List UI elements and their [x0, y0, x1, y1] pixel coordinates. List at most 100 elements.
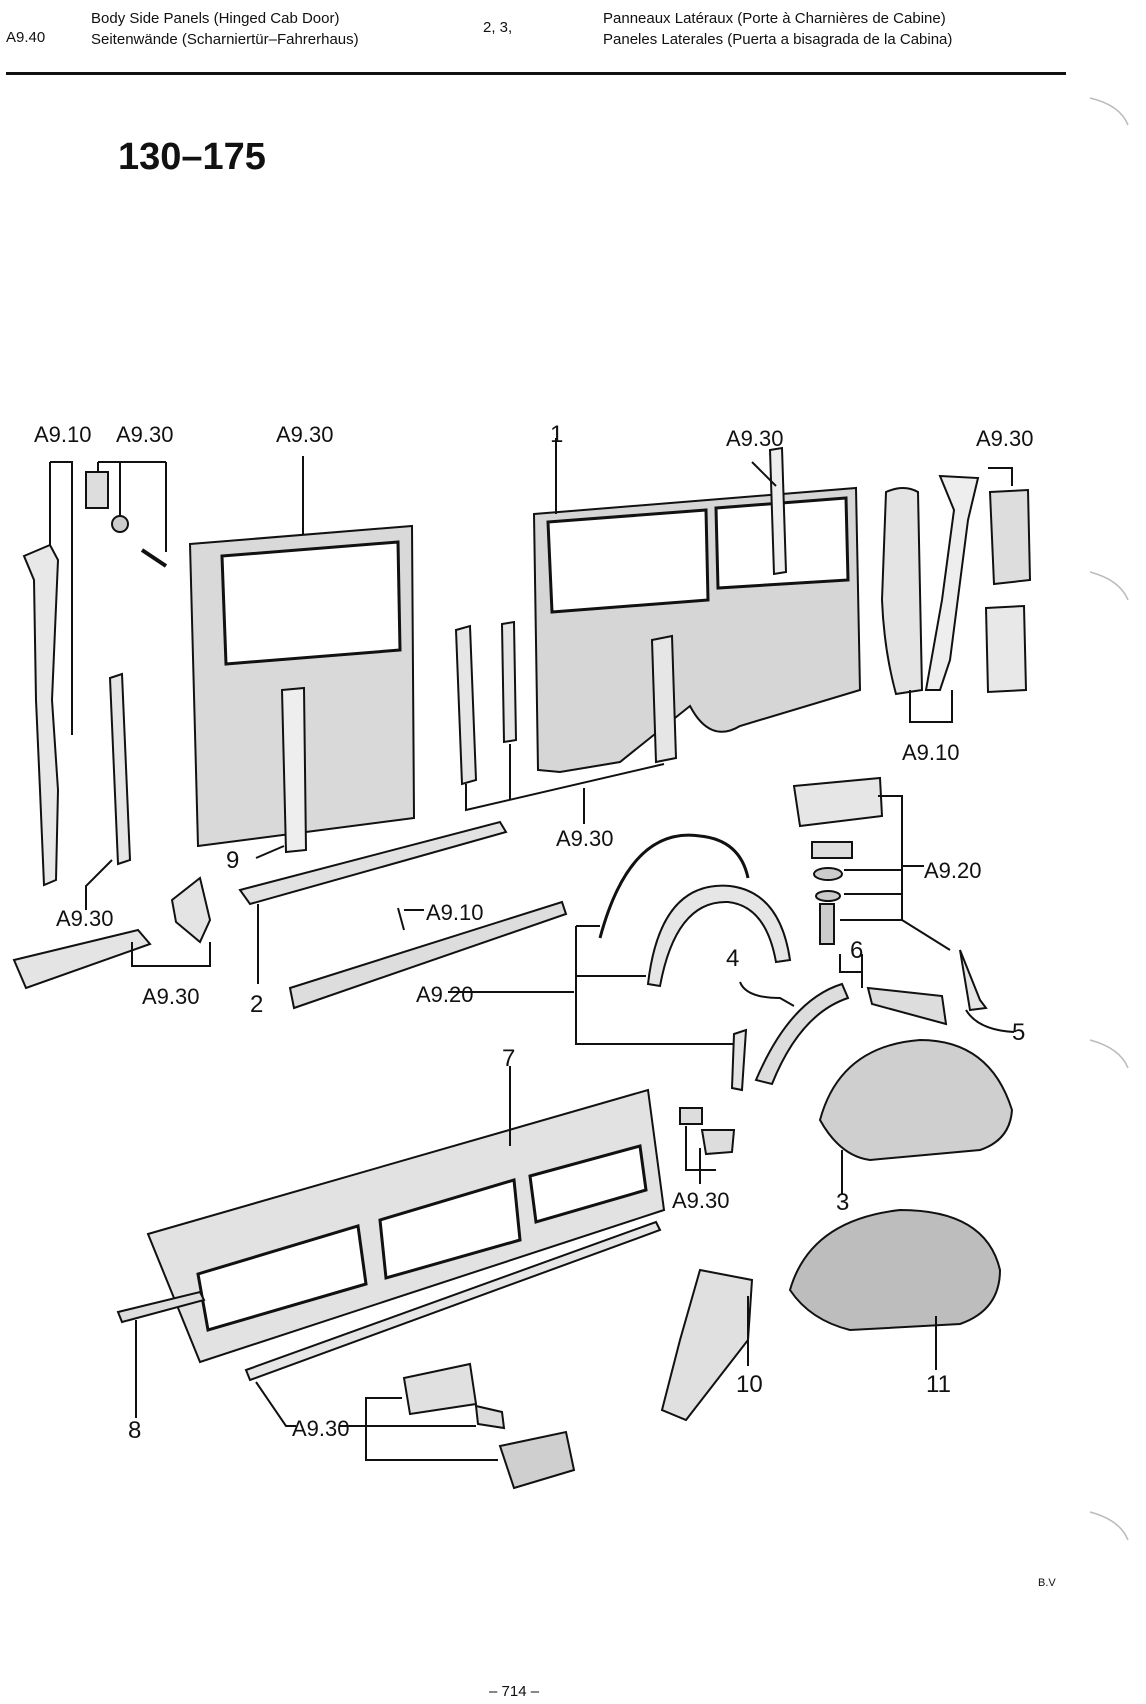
lamp-lens-part — [498, 1430, 576, 1490]
strip-part — [108, 672, 132, 866]
trim-part — [650, 634, 678, 764]
leader-line — [909, 690, 953, 723]
leader-line — [901, 919, 1015, 1033]
leader-line — [85, 859, 113, 910]
leader-line — [839, 954, 863, 988]
sill-part-2 — [238, 820, 508, 906]
callout-4: 4 — [726, 945, 739, 972]
trim-part — [768, 446, 788, 576]
punch-mark — [1089, 1511, 1129, 1541]
ref-a910: A9.10 — [902, 740, 960, 765]
ref-a910: A9.10 — [34, 422, 92, 447]
ref-a920: A9.20 — [924, 858, 982, 883]
washer-part — [813, 867, 843, 881]
punch-mark — [1089, 1039, 1129, 1069]
window-opening — [196, 1224, 368, 1332]
leader-line — [575, 925, 736, 1045]
ref-a930: A9.30 — [292, 1416, 350, 1441]
trim-part — [984, 604, 1028, 694]
callout-8: 8 — [128, 1417, 141, 1444]
callout-7: 7 — [502, 1045, 515, 1072]
title-english: Body Side Panels (Hinged Cab Door) — [91, 10, 340, 27]
callout-1: 1 — [550, 421, 563, 448]
arch-reinforcement-part — [866, 986, 948, 1026]
ref-a930: A9.30 — [116, 422, 174, 447]
ref-a930: A9.30 — [976, 426, 1034, 451]
hinge-part — [700, 1129, 736, 1156]
window-opening — [378, 1178, 522, 1280]
punch-mark — [1089, 571, 1129, 601]
ref-a930: A9.30 — [726, 426, 784, 451]
wheel-arch-part — [646, 884, 792, 988]
section-code: A9.40 — [6, 29, 46, 46]
arch-reinforcement-part — [754, 982, 850, 1086]
callout-5: 5 — [1012, 1019, 1025, 1046]
leader-line — [255, 845, 285, 859]
model-range: 130–175 — [118, 136, 266, 178]
ref-a920: A9.20 — [416, 982, 474, 1007]
screw-part — [140, 548, 168, 568]
leader-line — [131, 942, 211, 967]
bracket-part — [85, 471, 109, 509]
window-opening — [220, 540, 402, 666]
trim-part — [988, 488, 1032, 586]
page-range: 2, 3, — [483, 19, 513, 36]
leader-line — [97, 461, 167, 552]
leader-line — [751, 461, 777, 487]
wheel-housing-part — [818, 1038, 1014, 1162]
panel-part-10 — [660, 1268, 754, 1422]
callout-6: 6 — [850, 937, 863, 964]
bracket-part — [959, 949, 988, 1012]
callout-3: 3 — [836, 1189, 849, 1216]
pillar-trim-part — [22, 543, 60, 887]
punch-mark — [1089, 97, 1129, 126]
header-rule — [6, 72, 1066, 75]
lamp-bezel-part — [402, 1362, 478, 1416]
leader-line — [397, 907, 424, 931]
pillar-part — [924, 474, 980, 691]
lamp-socket-part — [474, 1404, 506, 1430]
leader-line — [739, 981, 795, 1007]
window-opening — [528, 1144, 648, 1224]
leader-line — [685, 1126, 716, 1184]
arch-trim-part — [598, 833, 750, 939]
sill-strip-part — [116, 1290, 206, 1324]
trim-part — [500, 620, 518, 744]
step-part — [12, 928, 152, 990]
hinge-part — [679, 1107, 703, 1125]
washer-part — [815, 890, 841, 902]
sill-strip-part — [288, 900, 568, 1010]
callout-10: 10 — [736, 1371, 763, 1398]
nut-plate-part — [811, 841, 853, 859]
washer-part — [111, 515, 129, 533]
leader-line — [255, 1381, 498, 1461]
callout-2: 2 — [250, 991, 263, 1018]
ref-a930: A9.30 — [142, 984, 200, 1009]
leader-line — [840, 795, 924, 921]
leader-line — [465, 744, 665, 824]
publisher-code: B.V — [1038, 1577, 1056, 1589]
post-part-9 — [280, 686, 308, 854]
trim-strip-part — [244, 1220, 662, 1382]
leader-line — [49, 461, 73, 735]
wheel-housing-part — [788, 1208, 1002, 1332]
pillar-part — [880, 487, 924, 696]
title-spanish: Paneles Laterales (Puerta a bisagrada de… — [603, 31, 953, 48]
ref-a910: A9.10 — [426, 900, 484, 925]
leader-line — [988, 467, 1013, 486]
trim-cap-part — [792, 776, 884, 828]
bolt-part — [819, 903, 835, 945]
trim-part — [454, 624, 478, 786]
page-number: – 714 – — [489, 1683, 540, 1700]
callout-11: 11 — [926, 1371, 951, 1398]
title-german: Seitenwände (Scharniertür–Fahrerhaus) — [91, 31, 359, 48]
window-opening — [546, 508, 710, 614]
title-french: Panneaux Latéraux (Porte à Charnières de… — [603, 10, 946, 27]
bracket-part — [170, 876, 212, 944]
ref-a930: A9.30 — [56, 906, 114, 931]
callout-9: 9 — [226, 847, 239, 874]
bracket-part — [730, 1028, 748, 1092]
ref-a930: A9.30 — [672, 1188, 730, 1213]
ref-a930: A9.30 — [276, 422, 334, 447]
